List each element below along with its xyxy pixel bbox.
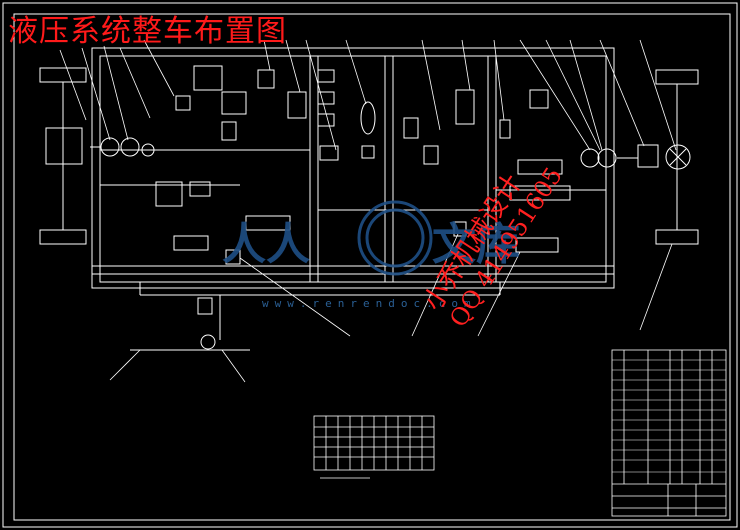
spec-table bbox=[313, 415, 435, 479]
valve-blocks bbox=[155, 65, 571, 315]
main-circuit bbox=[91, 47, 615, 351]
inner-frame bbox=[13, 13, 731, 521]
title-block bbox=[611, 349, 727, 517]
drawing-title: 液压系统整车布置图 bbox=[8, 14, 287, 49]
left-axle bbox=[39, 67, 87, 245]
pump-motors bbox=[90, 137, 638, 350]
leader-lines bbox=[59, 39, 677, 383]
watermark-brand-left: 人人 bbox=[222, 219, 310, 270]
watermark-brand-right: 文库 bbox=[432, 219, 520, 270]
watermark-site-url: www.renrendoc.com bbox=[262, 297, 477, 310]
watermark-logo bbox=[357, 200, 433, 276]
title-block-rows bbox=[612, 359, 726, 473]
right-axle bbox=[637, 69, 699, 245]
